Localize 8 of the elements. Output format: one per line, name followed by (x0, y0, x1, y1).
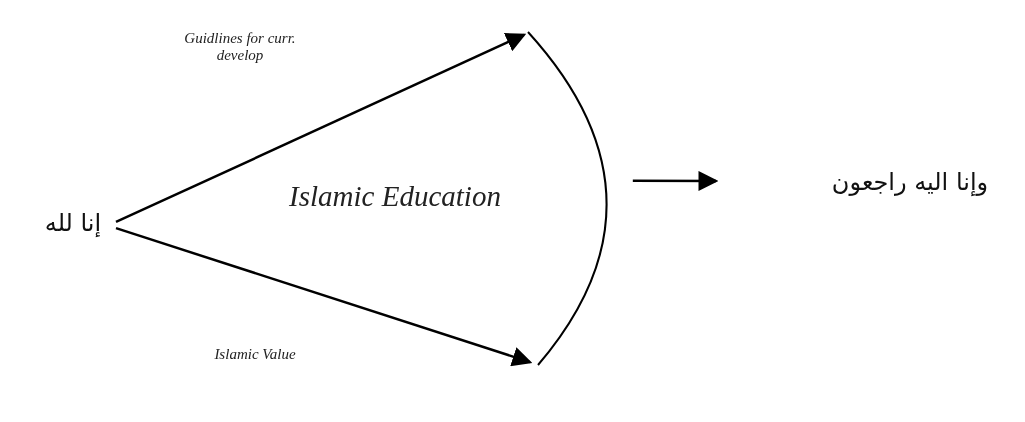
edge-label: Islamic Value (213, 346, 297, 363)
arrow (632, 170, 719, 191)
edge-label: Guidlines for curr. develop (183, 30, 297, 64)
arabic-text: إنا لله (30, 206, 116, 240)
arabic-text: وإنا اليه راجعون (800, 164, 1020, 200)
label-text: Islamic Education (288, 180, 502, 213)
arrow (115, 226, 533, 367)
arrow (115, 33, 527, 224)
